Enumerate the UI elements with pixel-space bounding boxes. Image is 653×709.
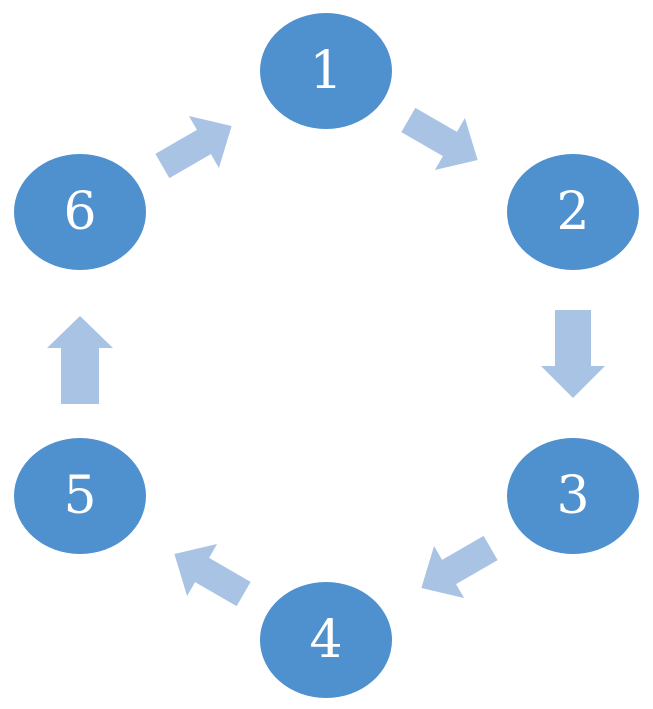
node-5-circle (14, 438, 146, 554)
node-3-circle (507, 438, 639, 554)
arrow-3-to-4 (421, 535, 498, 598)
node-6-circle (14, 154, 146, 270)
arrow-4-to-5 (174, 544, 251, 607)
arrow-2-to-3 (541, 310, 605, 398)
node-1-circle (260, 13, 392, 129)
node-2-circle (507, 154, 639, 270)
arrows (47, 107, 605, 607)
node-5-label: 5 (63, 466, 96, 526)
arrow-1-to-2 (401, 107, 478, 170)
node-6: 6 (14, 154, 146, 270)
node-4-circle (260, 582, 392, 698)
node-2-label: 2 (556, 182, 589, 242)
node-1: 1 (260, 13, 392, 129)
node-2: 2 (507, 154, 639, 270)
node-4: 4 (260, 582, 392, 698)
node-3-label: 3 (556, 466, 589, 526)
node-5: 5 (14, 438, 146, 554)
arrow-6-to-1 (155, 116, 232, 179)
arrow-5-to-6 (47, 316, 113, 404)
node-3: 3 (507, 438, 639, 554)
nodes: 1 2 3 4 5 6 (14, 13, 639, 698)
node-4-label: 4 (309, 610, 342, 670)
node-6-label: 6 (63, 182, 96, 242)
node-1-label: 1 (309, 41, 342, 101)
